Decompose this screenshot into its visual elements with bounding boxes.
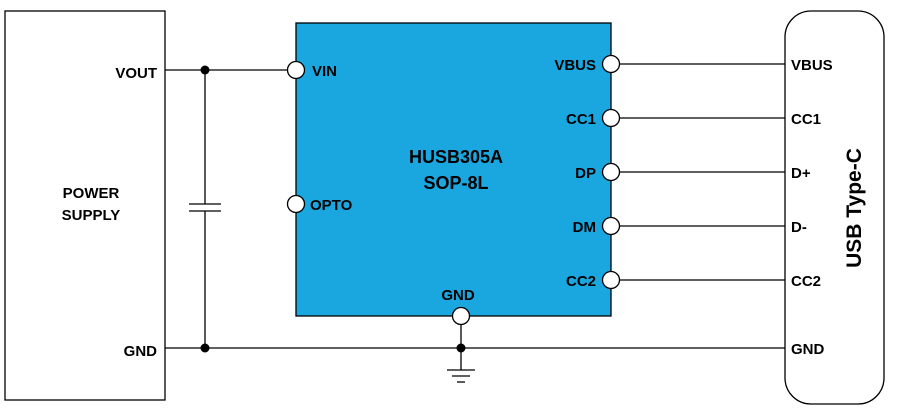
pin-circle-icon xyxy=(286,194,306,214)
pin-circle-icon xyxy=(601,270,621,290)
pin-circle-icon xyxy=(286,60,306,80)
junction-dot-icon xyxy=(200,343,210,353)
power-supply-block xyxy=(4,10,166,401)
usb-pin-dminus-label: D- xyxy=(791,219,807,236)
chip-pin-cc2-label: CC2 xyxy=(566,273,596,290)
chip-name-line1: HUSB305A xyxy=(409,147,503,167)
pin-circle-icon xyxy=(601,216,621,236)
chip-pin-dp-label: DP xyxy=(575,165,596,182)
chip-body xyxy=(295,22,612,317)
chip-pin-dm-label: DM xyxy=(573,219,596,236)
chip-pin-opto-label: OPTO xyxy=(310,197,353,214)
pin-circle-icon xyxy=(451,306,471,326)
chip-pin-vbus-label: VBUS xyxy=(554,57,596,74)
chip-pin-cc1-label: CC1 xyxy=(566,111,596,128)
usb-pin-gnd-label: GND xyxy=(791,341,825,358)
usb-type-c-connector xyxy=(784,10,885,405)
chip-pin-vin-label: VIN xyxy=(312,63,337,80)
usb-pin-cc1-label: CC1 xyxy=(791,111,821,128)
pin-circle-icon xyxy=(601,54,621,74)
power-supply-title-line2: SUPPLY xyxy=(62,207,121,224)
pin-circle-icon xyxy=(601,162,621,182)
usb-pin-dplus-label: D+ xyxy=(791,165,811,182)
chip-name-line2: SOP-8L xyxy=(423,173,488,193)
junction-dot-icon xyxy=(200,65,210,75)
capacitor-icon xyxy=(189,203,221,212)
ground-symbol-icon xyxy=(447,369,475,383)
usb-pin-cc2-label: CC2 xyxy=(791,273,821,290)
power-supply-pin-gnd-label: GND xyxy=(124,343,158,360)
power-supply-title-line1: POWER xyxy=(63,185,120,202)
pin-circle-icon xyxy=(601,108,621,128)
power-supply-pin-vout-label: VOUT xyxy=(115,65,157,82)
chip-pin-gnd-label: GND xyxy=(441,287,475,304)
usb-connector-title: USB Type-C xyxy=(843,148,866,268)
usb-pin-vbus-label: VBUS xyxy=(791,57,833,74)
